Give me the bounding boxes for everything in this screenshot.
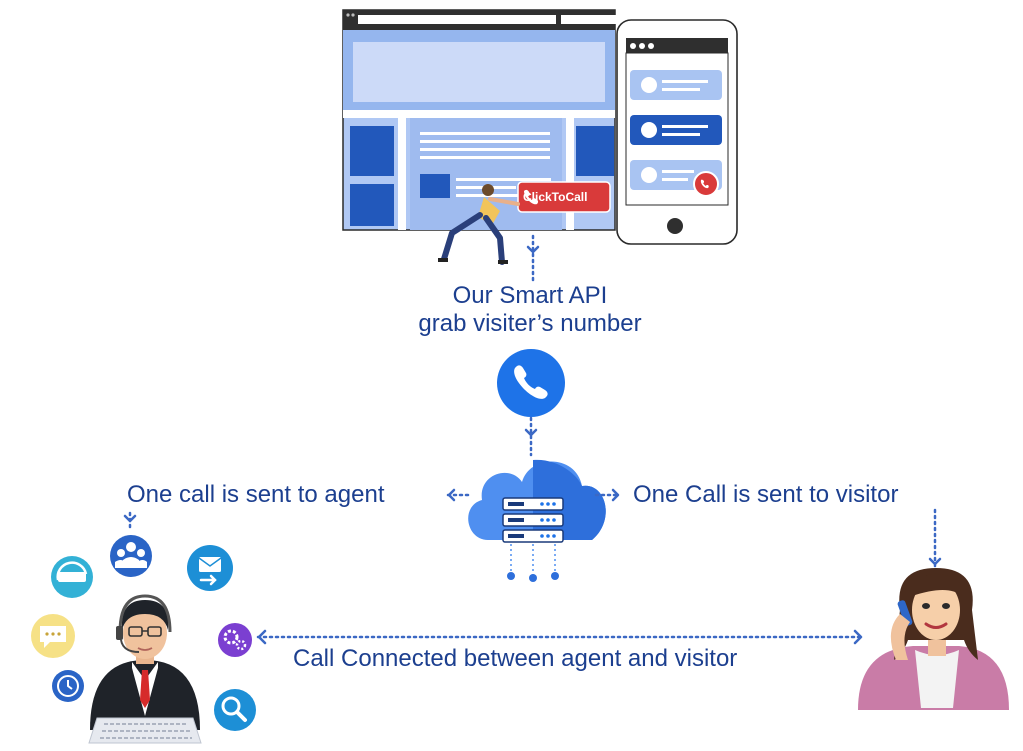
api-text-line1: Our Smart API [452,282,608,309]
to-agent-label: One call is sent to agent [127,481,385,508]
mobile-call-button-icon [693,171,719,197]
connected-label: Call Connected between agent and visitor [293,645,738,672]
email-forward-icon [187,545,233,591]
team-icon [110,535,152,577]
connector-chevron [928,557,942,566]
support-24-icon [52,670,84,702]
connector-chevron [611,488,620,502]
connector-chevron [447,488,456,502]
connector-chevron [524,428,538,437]
click-to-call-button[interactable] [517,181,611,213]
phone-icon [497,349,565,417]
connector-chevron [853,629,863,645]
to-visitor-label: One Call is sent to visitor [633,481,899,508]
cloud-server-icon [468,459,606,582]
www-icon [51,556,93,598]
agent-icon [88,594,202,744]
chat-icon [31,614,75,658]
settings-icon [218,623,252,657]
connector-chevron [526,245,540,254]
connector-chevron [123,514,137,523]
search-icon [214,689,256,731]
person-pushing-icon [438,184,520,265]
connector-chevron [257,629,267,645]
mobile-mockup [616,19,738,245]
click-to-call-button-label[interactable]: ClickToCall [523,190,588,204]
api-text-line2: grab visiter’s number [418,310,642,337]
visitor-icon [858,568,1009,710]
handset-icon [524,189,539,205]
